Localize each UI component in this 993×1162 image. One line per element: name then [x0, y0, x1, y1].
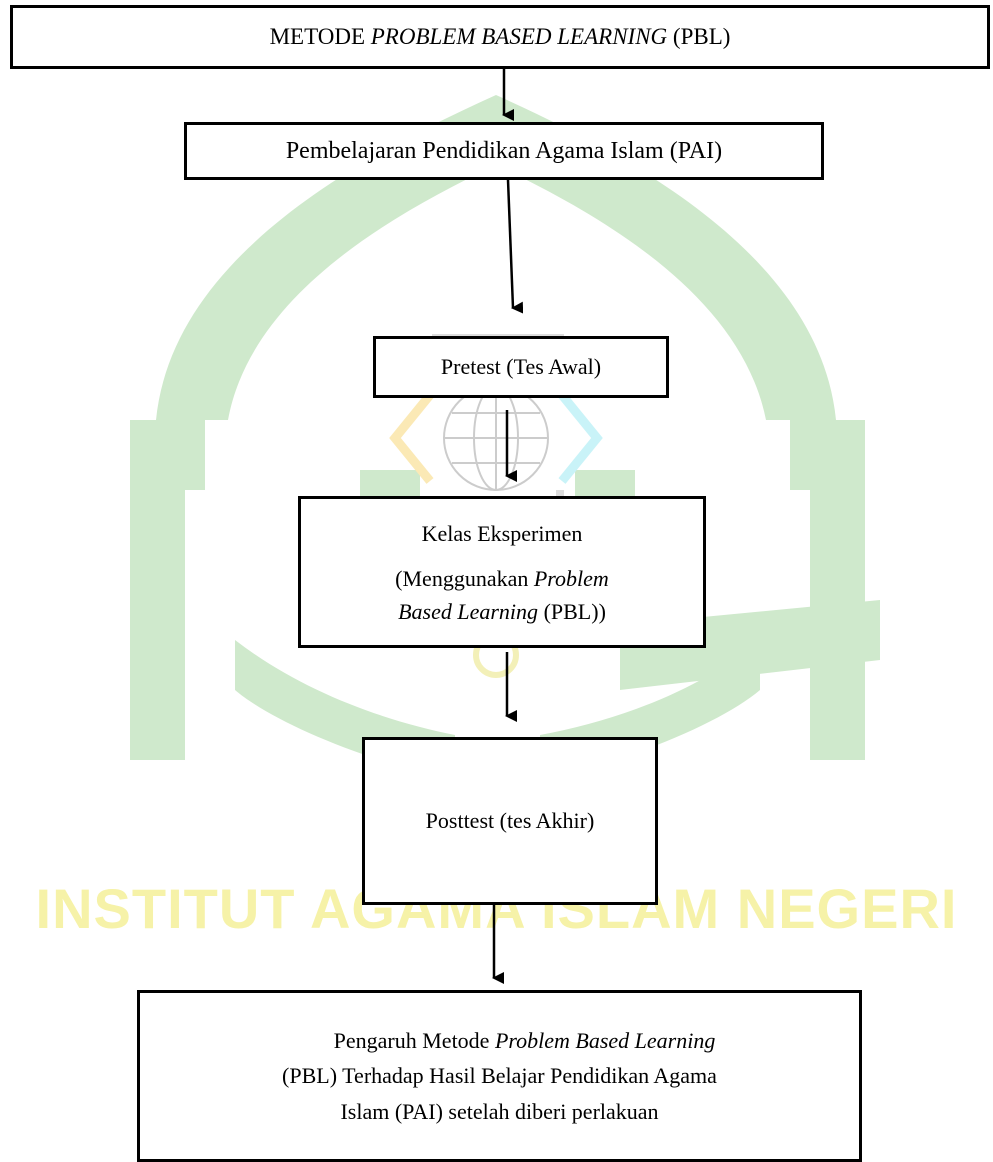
box-experiment-class: Kelas Eksperimen (Menggunakan Problem Ba… — [298, 496, 706, 648]
box-result-line3: Islam (PAI) setelah diberi perlakuan — [340, 1098, 659, 1124]
box-experiment-line1: Kelas Eksperimen — [421, 520, 583, 546]
box-posttest: Posttest (tes Akhir) — [362, 737, 658, 905]
box-experiment-line3: Based Learning (PBL)) — [398, 598, 606, 624]
box-posttest-text: Posttest (tes Akhir) — [425, 808, 595, 834]
box-pai-learning: Pembelajaran Pendidikan Agama Islam (PAI… — [184, 122, 824, 180]
box-result-line1: Pengaruh Metode Problem Based Learning — [333, 1028, 716, 1054]
box-experiment-line2: (Menggunakan Problem — [395, 565, 609, 591]
box-pretest: Pretest (Tes Awal) — [373, 336, 669, 398]
box-method: METODE PROBLEM BASED LEARNING (PBL) — [10, 5, 990, 69]
box-method-text: METODE PROBLEM BASED LEARNING (PBL) — [269, 24, 731, 50]
box-pai-learning-text: Pembelajaran Pendidikan Agama Islam (PAI… — [285, 137, 723, 164]
box-result-line2: (PBL) Terhadap Hasil Belajar Pendidikan … — [282, 1063, 717, 1089]
box-pretest-text: Pretest (Tes Awal) — [440, 354, 602, 380]
box-result: Pengaruh Metode Problem Based Learning (… — [137, 990, 862, 1162]
arrow-2 — [506, 179, 524, 314]
